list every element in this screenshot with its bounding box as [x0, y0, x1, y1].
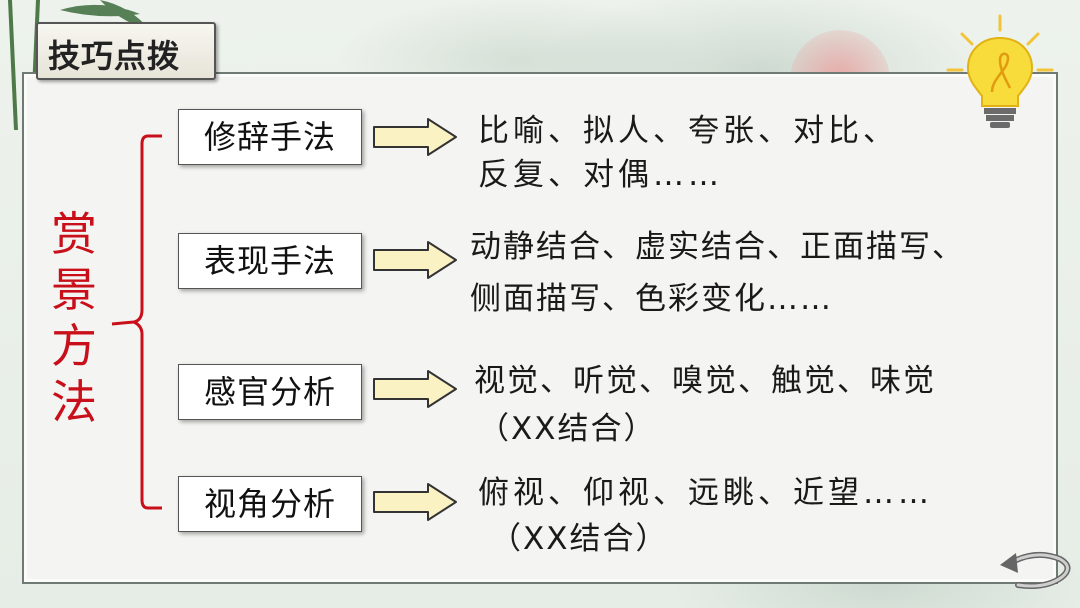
category-expression: 表现手法: [178, 233, 362, 289]
category-rhetoric: 修辞手法: [178, 109, 362, 165]
category-senses: 感官分析: [178, 364, 362, 420]
arrow-icon: [372, 482, 458, 522]
back-arrow-icon[interactable]: [996, 545, 1076, 600]
arrow-icon: [372, 369, 458, 409]
main-title: 赏景方法: [44, 206, 104, 430]
lightbulb-icon: [940, 10, 1060, 135]
perspective-examples-line1: 俯视、仰视、远眺、近望……: [478, 472, 933, 514]
senses-examples-line1: 视觉、听觉、嗅觉、触觉、味觉: [474, 360, 936, 402]
senses-examples-line2: （XX结合）: [478, 408, 656, 450]
rhetoric-examples-line2: 反复、对偶……: [478, 154, 723, 196]
arrow-icon: [372, 240, 458, 280]
expression-examples-line1: 动静结合、虚实结合、正面描写、: [470, 226, 965, 268]
page-title: 技巧点拨: [48, 31, 180, 77]
arrow-icon: [372, 117, 458, 157]
rhetoric-examples-line1: 比喻、拟人、夸张、对比、: [478, 110, 898, 152]
header-title-box: 技巧点拨: [36, 22, 216, 80]
expression-examples-line2: 侧面描写、色彩变化……: [470, 278, 833, 320]
perspective-examples-line2: （XX结合）: [490, 518, 668, 560]
red-bracket: [100, 120, 180, 520]
category-perspective: 视角分析: [178, 476, 362, 532]
